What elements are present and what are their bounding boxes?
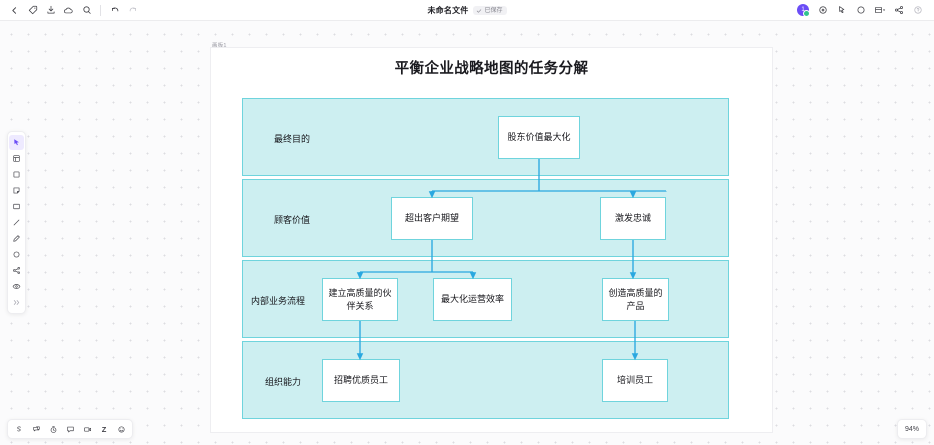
ellipse-tool[interactable] [9,247,24,262]
left-tool-rail [7,131,26,314]
zoom-level-control[interactable]: 94% [897,419,927,439]
node-recruit-talent[interactable]: 招聘优质员工 [322,359,400,402]
node-exceed-expectations[interactable]: 超出客户期望 [391,197,473,240]
history-icon[interactable] [814,2,831,19]
selection-mode-icon[interactable] [12,422,26,436]
frame-tool[interactable] [9,151,24,166]
top-toolbar-center: 未命名文件 已保存 [0,0,934,21]
node-inspire-loyalty[interactable]: 激发忠诚 [600,197,666,240]
band-label-customer-value: 顾客价值 [274,215,311,225]
shape-tool[interactable] [9,167,24,182]
timer-icon[interactable] [46,422,60,436]
cloud-check-icon [477,8,482,13]
node-quality-products[interactable]: 创造高质量的产品 [602,278,669,321]
comment-icon[interactable] [852,2,869,19]
band-label-final-goal: 最终目的 [274,134,311,144]
cloud-icon[interactable] [60,2,77,19]
save-status-badge[interactable]: 已保存 [473,6,507,15]
toolbar-divider [100,4,101,16]
layout-icon[interactable] [871,2,888,19]
band-label-org-capability: 组织能力 [265,377,302,387]
eye-tool[interactable] [9,279,24,294]
top-toolbar: 未命名文件 已保存 1 [0,0,934,21]
rectangle-tool[interactable] [9,199,24,214]
band-final-goal[interactable] [242,98,729,176]
bottom-toolbar: Z [7,419,133,439]
chat-icon[interactable] [63,422,77,436]
connector-tool[interactable] [9,263,24,278]
avatar[interactable]: 1 [797,4,810,17]
search-icon[interactable] [78,2,95,19]
node-build-partnerships[interactable]: 建立高质量的伙伴关系 [322,278,398,321]
canvas[interactable]: 画板1 平衡企业战略地图的任务分解 最终目的 股东价值最大化 顾客价值 超出客户… [0,21,934,445]
help-icon[interactable] [909,2,926,19]
top-toolbar-left [0,2,141,19]
undo-icon[interactable] [106,2,123,19]
pen-tool[interactable] [9,231,24,246]
node-train-employees[interactable]: 培训员工 [602,359,668,402]
redo-icon[interactable] [124,2,141,19]
top-toolbar-right: 1 [797,2,934,19]
share-icon[interactable] [890,2,907,19]
emoji-icon[interactable] [114,422,128,436]
save-status-label: 已保存 [484,7,503,14]
node-maximize-efficiency[interactable]: 最大化运营效率 [433,278,512,321]
back-icon[interactable] [6,2,23,19]
comments-icon[interactable] [29,422,43,436]
select-tool[interactable] [9,135,24,150]
save-icon[interactable] [42,2,59,19]
presentation-icon[interactable] [833,2,850,19]
more-tools[interactable] [9,295,24,310]
diagram-title: 平衡企业战略地图的任务分解 [394,61,589,77]
video-icon[interactable] [80,422,94,436]
node-shareholder-value[interactable]: 股东价值最大化 [498,116,580,159]
artboard[interactable]: 平衡企业战略地图的任务分解 最终目的 股东价值最大化 顾客价值 超出客户期望 激… [211,48,772,432]
band-label-internal-process: 内部业务流程 [251,296,306,306]
document-title[interactable]: 未命名文件 [427,6,469,15]
line-tool[interactable] [9,215,24,230]
zoom-shortcut-icon[interactable]: Z [101,424,107,434]
sticky-note-tool[interactable] [9,183,24,198]
artboard-label[interactable]: 画板1 [212,43,227,49]
tag-icon[interactable] [24,2,41,19]
